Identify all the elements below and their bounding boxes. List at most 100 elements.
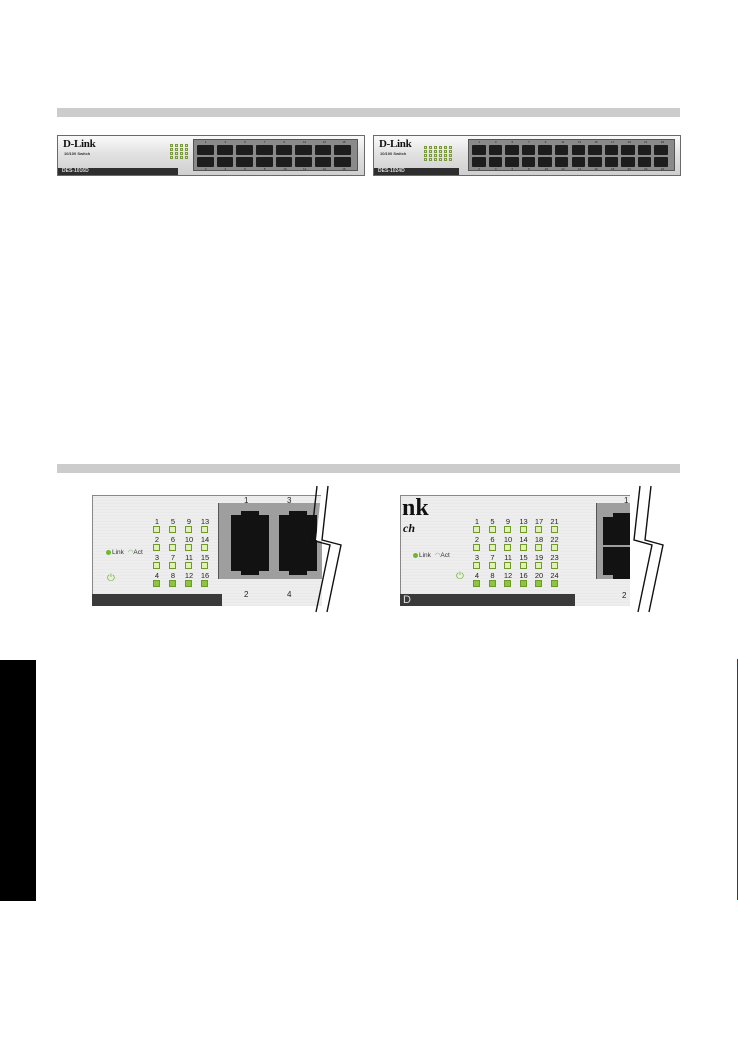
port-10 <box>538 157 552 167</box>
switch-subtitle: 10/100 Switch <box>380 151 407 156</box>
led-indicator <box>519 526 527 533</box>
port-15 <box>334 145 351 155</box>
led-indicator <box>153 544 160 551</box>
led-indicator-grid <box>170 144 188 159</box>
led-indicator <box>473 544 480 551</box>
led-indicator <box>170 156 173 159</box>
port-label-3: 3 <box>287 496 292 505</box>
port-5 <box>505 145 519 155</box>
port-3 <box>216 145 234 155</box>
port-number-label: 10 <box>283 167 287 171</box>
port-number-label: 7 <box>263 140 266 144</box>
port-number-label: 13 <box>322 140 326 144</box>
led-indicator <box>185 562 192 569</box>
port-15 <box>588 145 602 155</box>
led-indicator <box>535 544 542 551</box>
led-indicator <box>550 562 558 569</box>
port-number-label: 4 <box>494 167 497 171</box>
led-indicator <box>434 146 437 149</box>
led-number-label: 15 <box>200 553 210 562</box>
led-number-label: 9 <box>186 517 192 526</box>
port-10 <box>275 157 293 167</box>
led-indicator <box>180 148 183 151</box>
led-indicator <box>519 580 527 587</box>
led-indicator <box>185 144 188 147</box>
led-indicator <box>449 150 452 153</box>
port-13 <box>314 145 332 155</box>
port-number-label: 5 <box>511 140 514 144</box>
led-number-label: 1 <box>154 517 160 526</box>
port-number-label: 1 <box>204 140 207 144</box>
led-indicator <box>180 152 183 155</box>
port-4 <box>216 157 234 167</box>
led-indicator <box>170 144 173 147</box>
led-number-label: 9 <box>505 517 511 526</box>
led-number-label: 11 <box>504 553 512 562</box>
led-number-label: 14 <box>519 535 528 544</box>
port-20 <box>621 157 635 167</box>
model-label: DES-1024D <box>378 168 405 174</box>
panel-base-strip <box>92 594 222 606</box>
led-indicator <box>201 580 208 587</box>
port-area <box>596 503 630 579</box>
led-number-label: 2 <box>154 535 160 544</box>
led-indicator <box>201 544 208 551</box>
led-indicator <box>439 146 442 149</box>
activity-icon: ◠ <box>434 552 441 559</box>
port-number-label: 15 <box>342 140 346 144</box>
port-23 <box>654 145 668 155</box>
led-indicator <box>429 154 432 157</box>
led-number-label: 12 <box>184 571 194 580</box>
port-number-label: 16 <box>342 167 346 171</box>
led-number-label: 11 <box>185 553 193 562</box>
port-number-label: 14 <box>577 167 582 171</box>
port-number-label: 5 <box>244 140 246 144</box>
led-number-label: 10 <box>503 535 513 544</box>
panel-base-strip <box>400 594 575 606</box>
port-number-label: 12 <box>561 167 565 171</box>
led-legend: Link ◠Act <box>106 548 143 556</box>
section-bar-middle <box>57 464 680 473</box>
led-indicator <box>535 562 542 569</box>
led-indicator <box>519 544 527 551</box>
led-number-label: 19 <box>534 553 544 562</box>
led-indicator <box>201 526 208 533</box>
port-number-label: 8 <box>263 167 266 171</box>
port-19 <box>621 145 635 155</box>
led-number-label: 3 <box>154 553 160 562</box>
switch-subtitle: 10/100 Switch <box>64 151 91 156</box>
led-indicator <box>434 154 437 157</box>
port-1 <box>231 511 269 543</box>
link-dot-icon <box>106 549 111 555</box>
power-icon: ⏻ <box>107 573 115 584</box>
led-indicator <box>185 156 188 159</box>
led-number-label: 8 <box>490 571 495 580</box>
led-indicator <box>185 580 192 587</box>
model-fragment: D <box>403 594 411 606</box>
led-indicator <box>439 154 442 157</box>
led-indicator <box>504 526 511 533</box>
break-line-right <box>633 485 653 613</box>
port-number-label: 2 <box>204 167 207 171</box>
led-indicator <box>185 148 188 151</box>
port-number-label: 9 <box>544 140 547 144</box>
port-number-label: 12 <box>302 167 307 171</box>
led-number-label: 4 <box>474 571 480 580</box>
led-number-label: 17 <box>534 517 544 526</box>
led-indicator-grid <box>424 146 452 161</box>
led-number-label: 7 <box>490 553 495 562</box>
dlink-logo-fragment: nk <box>402 495 429 521</box>
led-indicator <box>180 144 183 147</box>
led-number-label: 16 <box>200 571 210 580</box>
led-number-label: 15 <box>519 553 528 562</box>
port-6 <box>505 157 519 167</box>
led-indicator <box>153 526 160 533</box>
port-5 <box>236 145 253 155</box>
port-9 <box>538 145 552 155</box>
activity-icon: ◠ <box>127 549 134 556</box>
led-indicator <box>439 158 442 161</box>
port-number-label: 18 <box>610 167 615 171</box>
link-dot-icon <box>413 552 418 558</box>
led-number-label: 12 <box>503 571 513 580</box>
